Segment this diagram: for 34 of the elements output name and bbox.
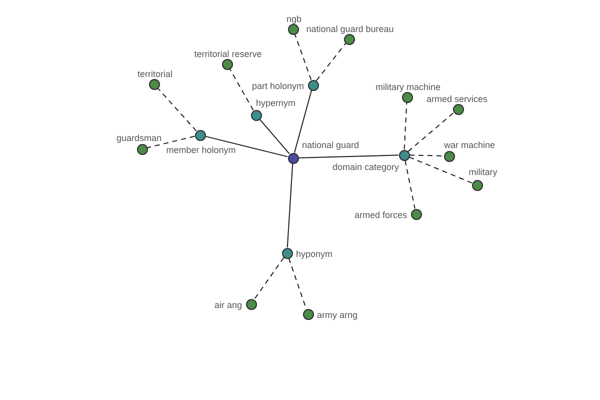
connector-line [254,257,284,300]
node-label: territorial [138,69,172,79]
node-label: army arng [317,310,358,320]
node-label: hyponym [296,249,333,259]
connector-line [229,68,254,111]
node-label: hypernym [256,98,296,108]
node-label: air ang [214,300,242,310]
node-label: territorial reserve [194,49,262,59]
node-label: ngb [286,14,302,24]
connector-line [294,90,312,154]
node-label: national guard [302,140,360,150]
node-label: armed services [426,94,488,104]
node-label: military [468,167,498,177]
connector-line [146,136,196,148]
connector-line [286,163,294,248]
connector-line [404,102,408,150]
node-label: member holonym [166,145,236,155]
connector-line [259,118,290,154]
connector-line [316,42,346,82]
connector-line [409,154,444,156]
connector-line [408,112,454,152]
connector-line [157,88,197,132]
node-label: war machine [444,140,496,150]
node-label: part holonym [252,81,304,91]
connector-line [298,154,399,158]
node-label: armed forces [354,210,407,220]
connector-line [204,136,288,158]
connector-line [404,160,416,210]
node-label: national guard bureau [306,24,394,34]
node-label: domain category [332,162,399,172]
connector-line [294,34,312,80]
connector-line [408,156,472,184]
node-label: military machine [375,82,441,92]
node-label: guardsman [116,133,162,143]
